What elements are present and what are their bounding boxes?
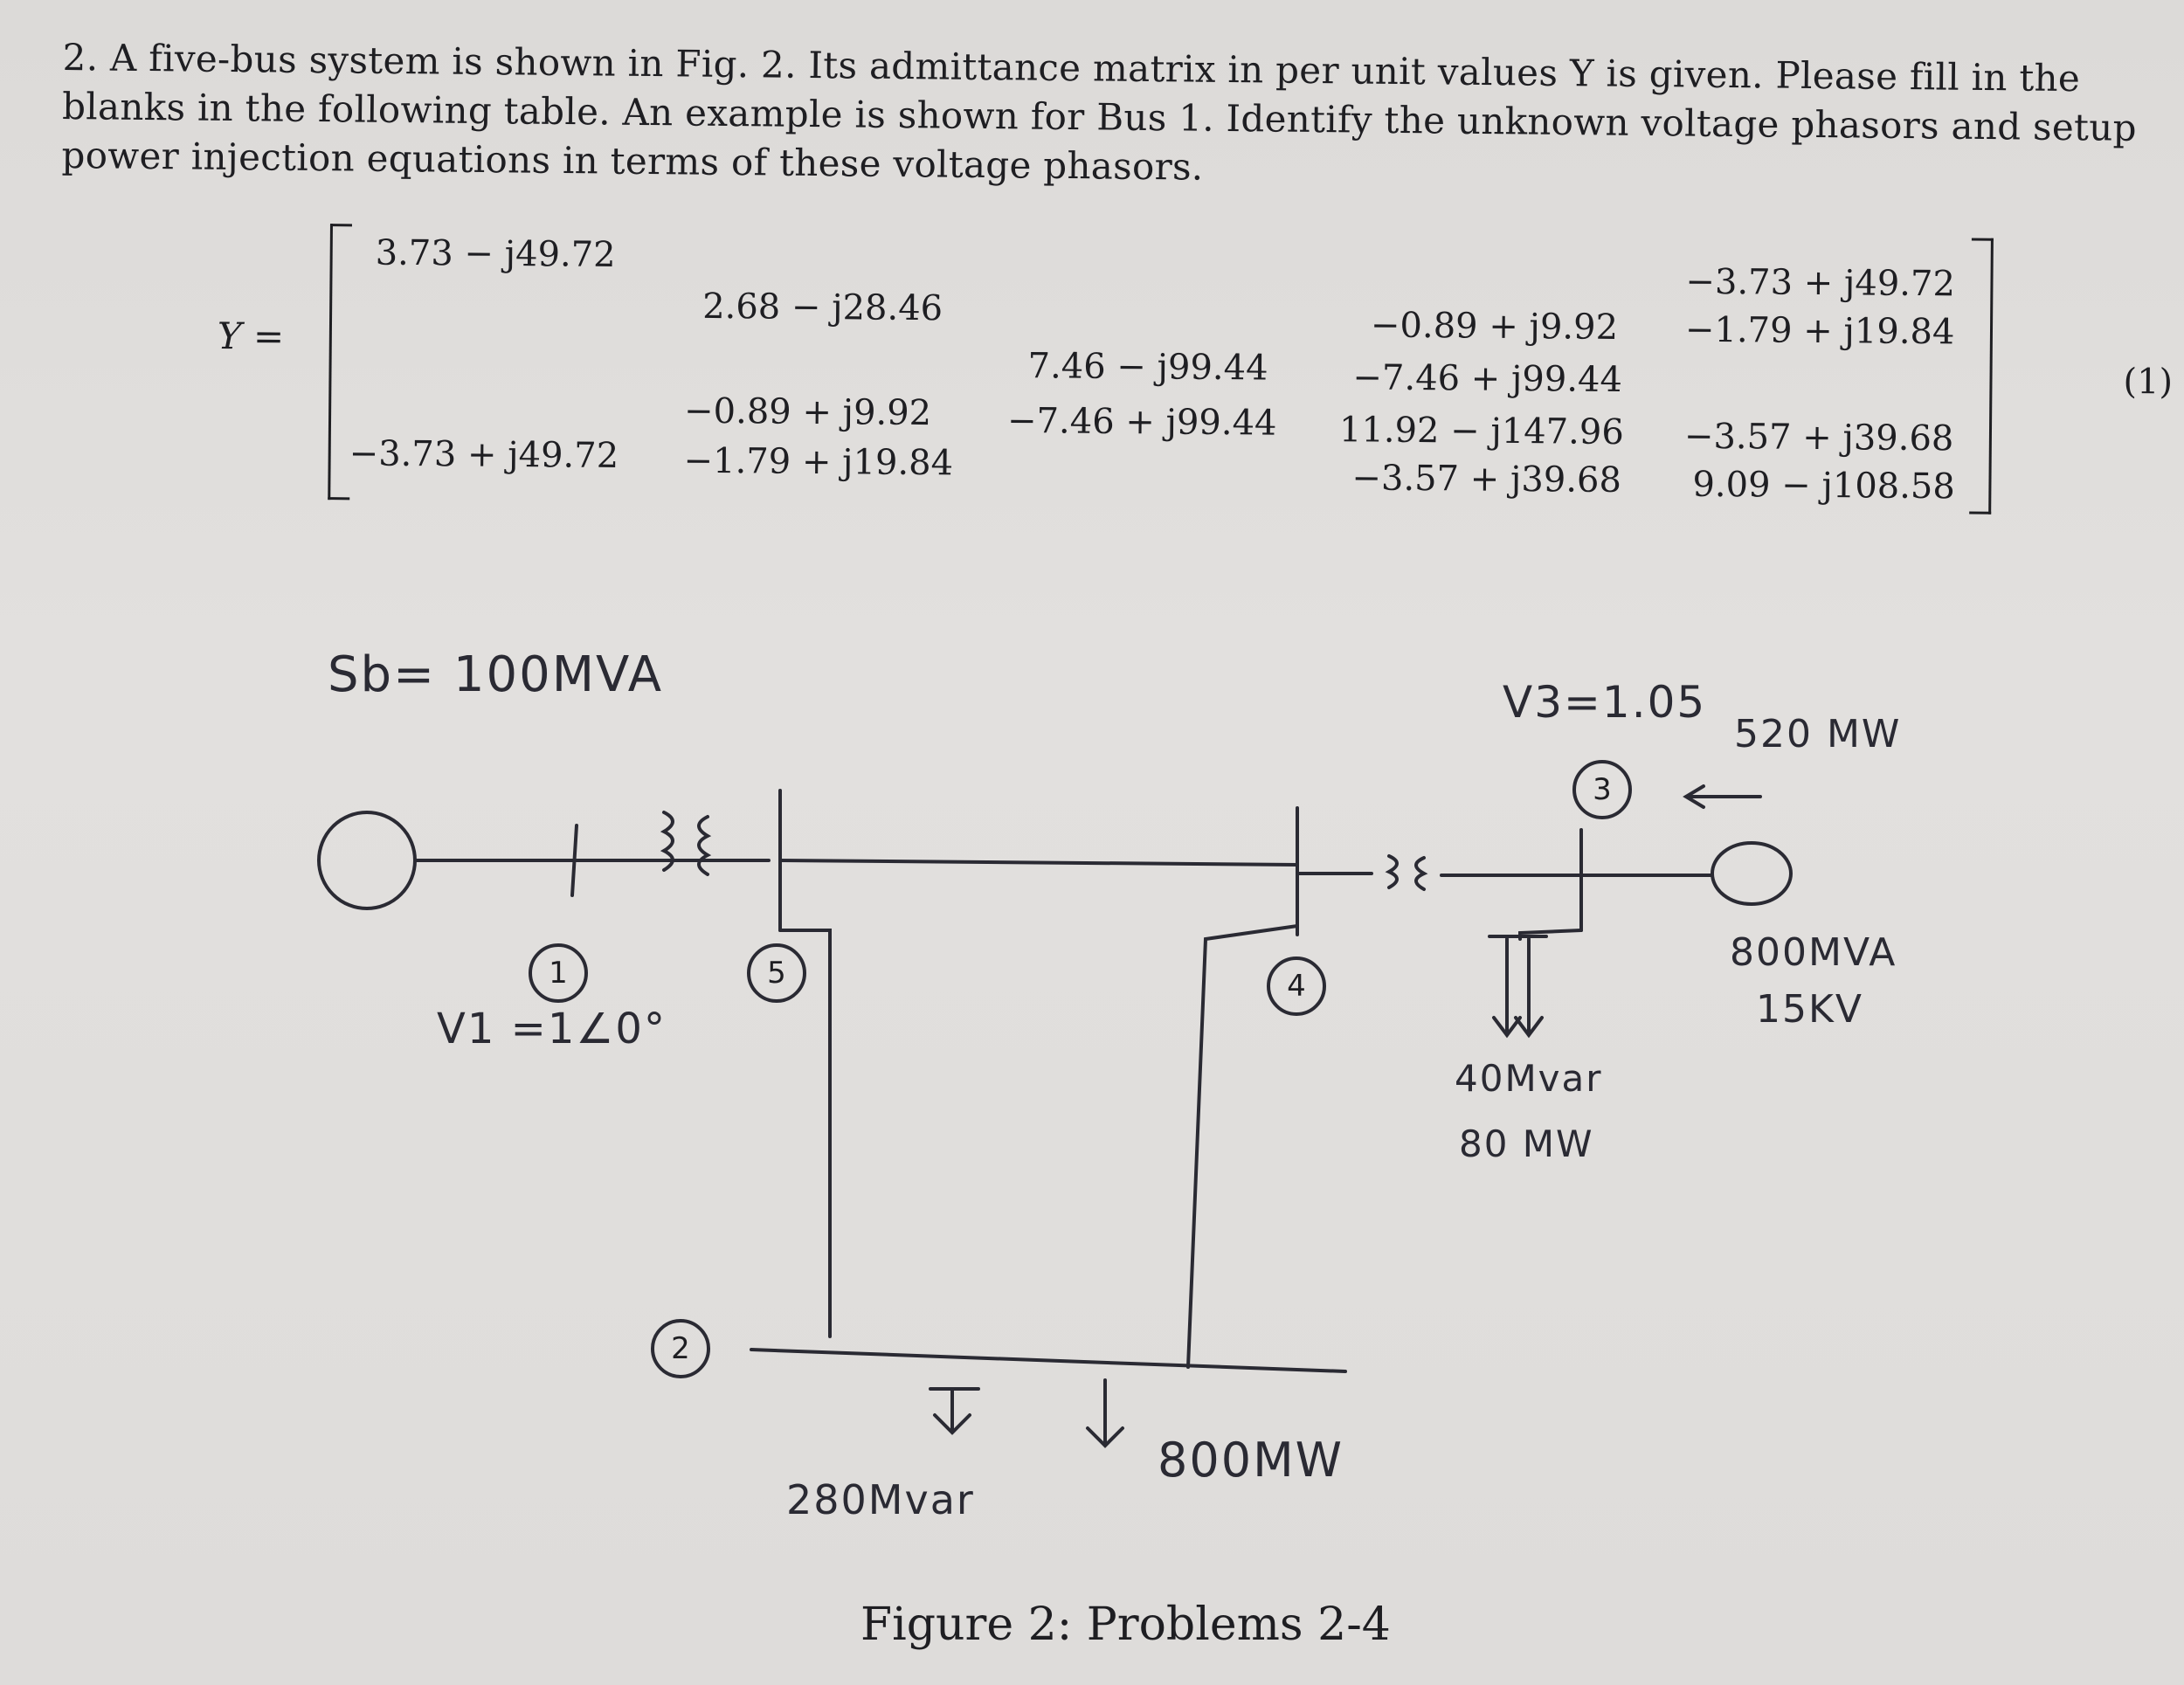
load3-active-label: 80 MW bbox=[1459, 1122, 1594, 1165]
generator-3-symbol bbox=[1711, 841, 1793, 906]
gen3-rating-label: 800MVA bbox=[1730, 930, 1897, 975]
load-2-p-arrow-icon bbox=[1086, 1378, 1124, 1448]
figure-caption: Figure 2: Problems 2-4 bbox=[860, 1599, 1391, 1651]
base-power-label: Sb= 100MVA bbox=[328, 646, 664, 703]
load2-reactive-label: 280Mvar bbox=[786, 1476, 975, 1523]
bus1-voltage-label: V1 =1∠0° bbox=[437, 1005, 667, 1053]
bus1-marker bbox=[570, 824, 578, 897]
bus3-voltage-label: V3=1.05 bbox=[1503, 677, 1707, 728]
load-2-q-arrow-icon bbox=[929, 1387, 980, 1435]
bus-3-number: 3 bbox=[1572, 760, 1632, 819]
transformer-2-coil-b bbox=[1414, 856, 1428, 891]
bus-1-number: 1 bbox=[529, 943, 588, 1003]
transformer-1-coil-b bbox=[697, 815, 712, 876]
load-3-arrow-b-icon bbox=[1514, 937, 1544, 1039]
bus-5-number: 5 bbox=[747, 943, 806, 1003]
transformer-2-coil-a bbox=[1385, 854, 1399, 889]
bus-2-bar bbox=[750, 1348, 1347, 1373]
load-3-arrow-a-icon bbox=[1492, 937, 1522, 1039]
line-bus5-bus4 bbox=[778, 859, 1299, 867]
bus-2-number: 2 bbox=[651, 1319, 710, 1378]
transformer-1-coil-a bbox=[660, 811, 674, 872]
line-bus5-bus2 bbox=[778, 929, 832, 1338]
line-bus4-bus2 bbox=[1186, 924, 1299, 1369]
power-arrow-icon bbox=[1683, 784, 1762, 809]
generator-1-symbol bbox=[317, 811, 417, 910]
gen3-voltage-label: 15KV bbox=[1756, 987, 1863, 1032]
load2-active-label: 800MW bbox=[1158, 1433, 1344, 1488]
bus-4-number: 4 bbox=[1267, 956, 1326, 1016]
load3-reactive-label: 40Mvar bbox=[1455, 1057, 1603, 1100]
gen3-power-label: 520 MW bbox=[1734, 712, 1902, 756]
